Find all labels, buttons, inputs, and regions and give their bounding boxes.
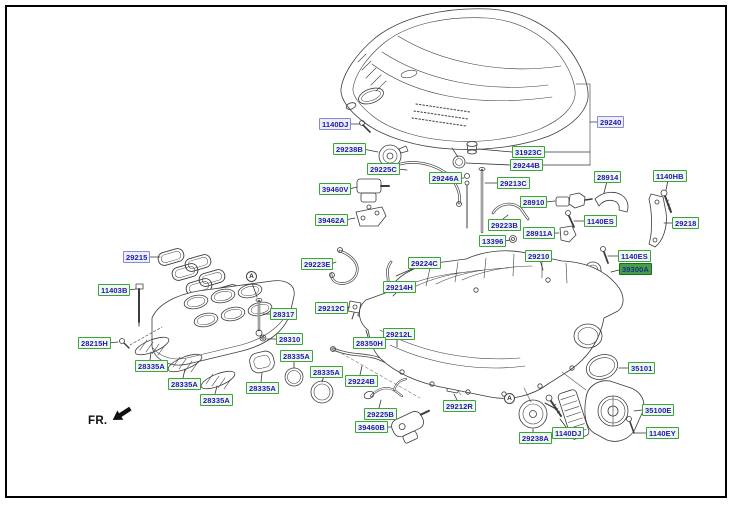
view-marker-a: A xyxy=(504,393,515,404)
part-label-28914[interactable]: 28914 xyxy=(594,171,622,183)
part-label-29213c[interactable]: 29213C xyxy=(497,177,530,189)
part-label-29210[interactable]: 29210 xyxy=(525,250,553,262)
engine-cover-drawing xyxy=(340,8,591,166)
part-label-39460v[interactable]: 39460V xyxy=(319,183,352,195)
part-label-29225c[interactable]: 29225C xyxy=(367,163,400,175)
part-label-1140ey[interactable]: 1140EY xyxy=(646,427,679,439)
part-label-29223b[interactable]: 29223B xyxy=(488,219,521,231)
lower-manifold-drawing xyxy=(119,248,295,366)
part-label-29246a[interactable]: 29246A xyxy=(429,172,462,184)
part-label-29238a[interactable]: 29238A xyxy=(519,432,552,444)
part-label-1140hb[interactable]: 1140HB xyxy=(653,170,687,182)
part-label-28335a[interactable]: 28335A xyxy=(280,350,313,362)
part-label-29212c[interactable]: 29212C xyxy=(315,302,348,314)
part-label-29212l[interactable]: 29212L xyxy=(383,328,416,340)
part-label-29215[interactable]: 29215 xyxy=(123,251,151,263)
part-label-35100e[interactable]: 35100E xyxy=(642,404,675,416)
throttle-body-drawing xyxy=(518,354,645,442)
part-label-28335a[interactable]: 28335A xyxy=(200,394,233,406)
part-label-28317[interactable]: 28317 xyxy=(270,308,298,320)
port-gaskets-drawing xyxy=(134,336,334,404)
part-label-28215h[interactable]: 28215H xyxy=(78,337,111,349)
part-label-13396[interactable]: 13396 xyxy=(479,235,507,247)
part-label-35101[interactable]: 35101 xyxy=(628,362,656,374)
fr-indicator: FR. xyxy=(88,404,133,427)
part-label-39300a-selected[interactable]: 39300A xyxy=(619,263,652,275)
part-label-28335a[interactable]: 28335A xyxy=(135,360,168,372)
part-label-29225b[interactable]: 29225B xyxy=(364,408,397,420)
part-label-1140dj[interactable]: 1140DJ xyxy=(552,427,585,439)
part-label-29224c[interactable]: 29224C xyxy=(408,257,441,269)
part-label-28335a[interactable]: 28335A xyxy=(310,366,343,378)
surge-tank-drawing xyxy=(359,250,624,403)
part-label-29224b[interactable]: 29224B xyxy=(345,375,378,387)
part-label-29212r[interactable]: 29212R xyxy=(443,400,476,412)
part-label-28335a[interactable]: 28335A xyxy=(168,378,201,390)
part-label-29223e[interactable]: 29223E xyxy=(301,258,334,270)
fr-label: FR. xyxy=(88,415,108,427)
pcv-and-bracket-drawing xyxy=(491,189,672,291)
part-label-11403b[interactable]: 11403B xyxy=(98,284,131,296)
part-label-29238b[interactable]: 29238B xyxy=(333,143,366,155)
part-label-28911a[interactable]: 28911A xyxy=(523,227,556,239)
part-label-29240[interactable]: 29240 xyxy=(597,116,625,128)
fr-direction-arrow xyxy=(113,406,133,420)
view-marker-a: A xyxy=(246,271,257,282)
part-label-28910[interactable]: 28910 xyxy=(520,196,548,208)
part-label-1140es[interactable]: 1140ES xyxy=(618,250,651,262)
part-label-1140es[interactable]: 1140ES xyxy=(584,215,617,227)
part-label-28335a[interactable]: 28335A xyxy=(246,382,279,394)
part-label-1140dj[interactable]: 1140DJ xyxy=(319,118,352,130)
part-label-29218[interactable]: 29218 xyxy=(672,217,700,229)
leader-lines xyxy=(107,121,673,434)
part-label-29244b[interactable]: 29244B xyxy=(510,159,543,171)
part-label-29214h[interactable]: 29214H xyxy=(383,281,416,293)
part-label-28350h[interactable]: 28350H xyxy=(353,337,386,349)
part-label-31923c[interactable]: 31923C xyxy=(512,146,545,158)
part-label-39462a[interactable]: 39462A xyxy=(315,214,348,226)
part-label-39460b[interactable]: 39460B xyxy=(355,421,388,433)
part-label-28310[interactable]: 28310 xyxy=(276,333,304,345)
